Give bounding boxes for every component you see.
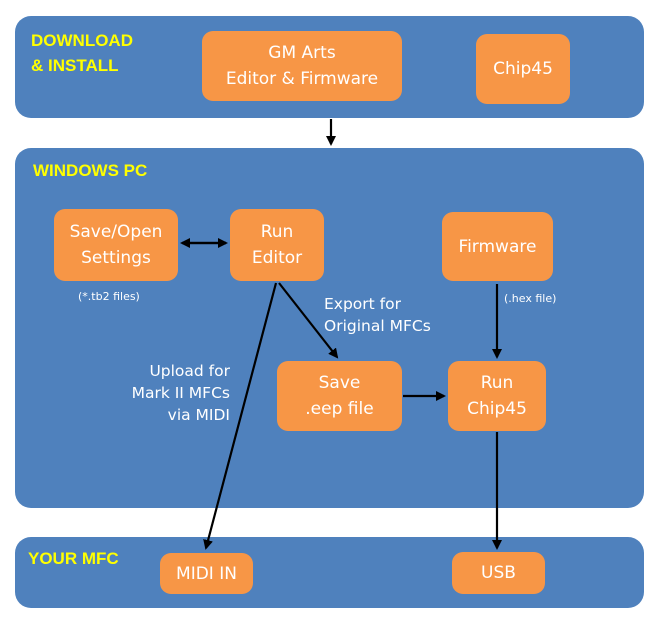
midi-in-box: MIDI IN xyxy=(160,553,253,594)
save-open-settings-box: Save/Open Settings xyxy=(54,209,178,281)
your-mfc-title: YOUR MFC xyxy=(28,549,119,568)
export-original-mfcs-label: Export for Original MFCs xyxy=(324,295,431,335)
gm-arts-editor-firmware-box: GM Arts Editor & Firmware xyxy=(202,31,402,101)
arrow-editor-to-save-eep xyxy=(278,282,339,359)
run-editor-box: Run Editor xyxy=(230,209,324,281)
tb2-files-label: (*.tb2 files) xyxy=(78,290,140,303)
chip45-download-box: Chip45 xyxy=(476,34,570,104)
download-install-title: DOWNLOAD & INSTALL xyxy=(31,31,133,75)
run-chip45-box: Run Chip45 xyxy=(448,361,546,431)
windows-pc-panel xyxy=(15,148,644,508)
arrow-editor-to-midi-in xyxy=(203,282,278,550)
hex-file-label: (.hex file) xyxy=(504,292,557,305)
upload-mark-ii-label: Upload for Mark II MFCs via MIDI xyxy=(131,362,230,424)
windows-pc-title: WINDOWS PC xyxy=(33,161,148,180)
firmware-box: Firmware xyxy=(442,212,553,281)
usb-box: USB xyxy=(452,552,545,594)
save-eep-file-box: Save .eep file xyxy=(277,361,402,431)
